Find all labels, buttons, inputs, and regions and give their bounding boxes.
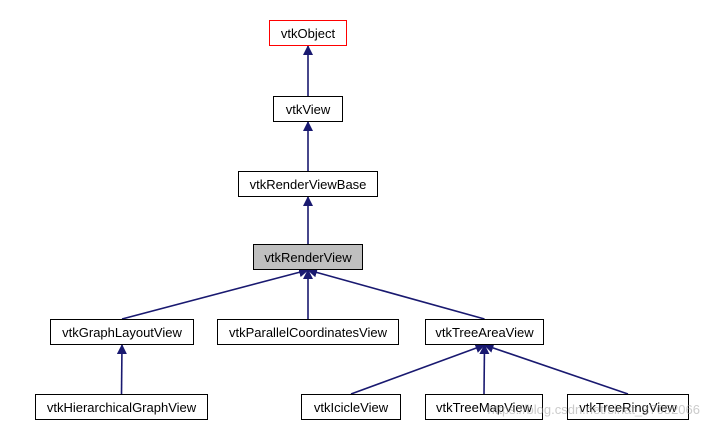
edge-vtkHierarchicalGraphView-to-vtkGraphLayoutView <box>116 344 127 395</box>
node-vtkView[interactable]: vtkView <box>273 96 343 122</box>
edge-vtkTreeMapView-to-vtkTreeAreaView <box>479 344 490 395</box>
edge-vtkIcicleView-to-vtkTreeAreaView <box>350 343 486 395</box>
node-vtkTreeRingView[interactable]: vtkTreeRingView <box>567 394 689 420</box>
node-vtkRenderView[interactable]: vtkRenderView <box>253 244 363 270</box>
node-vtkHierarchicalGraphView[interactable]: vtkHierarchicalGraphView <box>35 394 208 420</box>
node-vtkIcicleView[interactable]: vtkIcicleView <box>301 394 401 420</box>
node-vtkParallelCoordinatesView[interactable]: vtkParallelCoordinatesView <box>217 319 399 345</box>
edge-vtkTreeAreaView-to-vtkRenderView <box>307 267 485 320</box>
node-vtkTreeMapView[interactable]: vtkTreeMapView <box>425 394 543 420</box>
node-vtkObject[interactable]: vtkObject <box>269 20 347 46</box>
node-vtkTreeAreaView[interactable]: vtkTreeAreaView <box>425 319 544 345</box>
node-vtkRenderViewBase[interactable]: vtkRenderViewBase <box>238 171 378 197</box>
edge-vtkGraphLayoutView-to-vtkRenderView <box>121 267 309 320</box>
edge-vtkTreeRingView-to-vtkTreeAreaView <box>483 343 629 395</box>
node-vtkGraphLayoutView[interactable]: vtkGraphLayoutView <box>50 319 194 345</box>
